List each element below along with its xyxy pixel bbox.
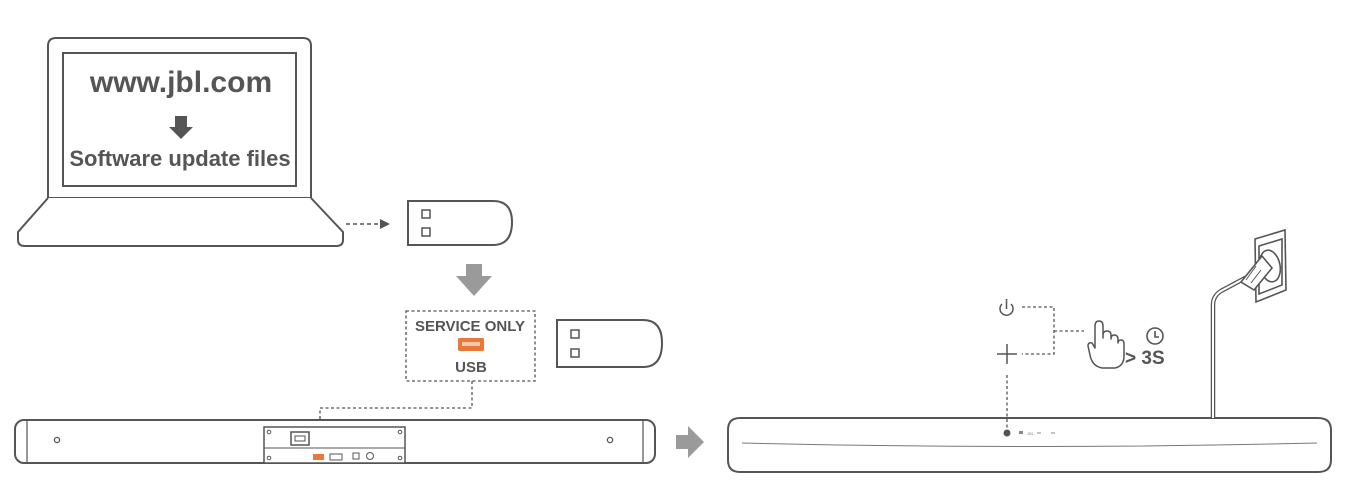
hold-duration-label: > 3S [1125, 348, 1165, 369]
plus-icon [997, 344, 1017, 364]
laptop-caption: Software update files [69, 146, 290, 171]
download-arrow-icon [169, 116, 193, 139]
transfer-arrow [346, 219, 390, 229]
power-cable [1210, 274, 1251, 418]
power-button-dot [1003, 429, 1011, 437]
laptop-base [17, 197, 344, 247]
usb-port-panel: SERVICE ONLY USB [405, 310, 536, 382]
power-icon [999, 299, 1014, 316]
step-arrow-down [456, 264, 492, 296]
soundbar-front: JBL [727, 417, 1332, 473]
soundbar-back [14, 419, 656, 464]
clock-icon [1146, 327, 1164, 345]
laptop-url: www.jbl.com [89, 66, 272, 99]
wall-outlet-icon [1239, 228, 1287, 304]
step-arrow-right [676, 426, 704, 458]
service-only-label: SERVICE ONLY [415, 318, 525, 335]
svg-text:JBL: JBL [1027, 431, 1035, 436]
hand-press-icon [1087, 320, 1125, 369]
buttons-bracket [1022, 306, 1055, 355]
usb-stick-icon [407, 200, 514, 246]
laptop: www.jbl.com Software update files [17, 37, 344, 247]
usb-stick-icon [556, 319, 664, 368]
usb-label: USB [455, 359, 487, 376]
